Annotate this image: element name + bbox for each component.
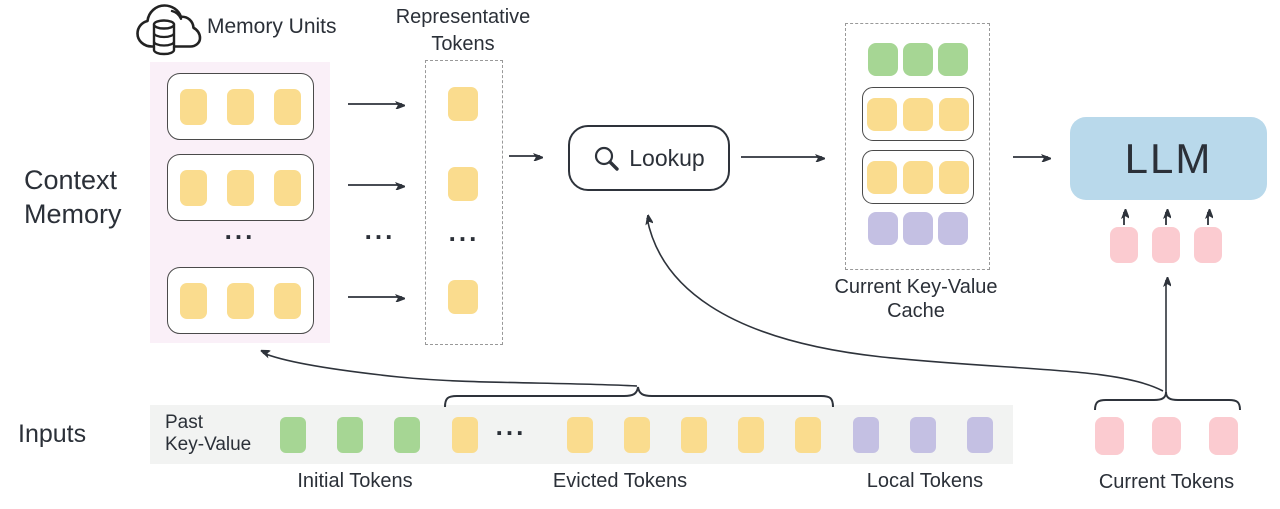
yellow-token bbox=[274, 282, 301, 319]
yellow-token bbox=[180, 282, 207, 319]
evicted-token-first bbox=[452, 417, 478, 453]
current-tokens-brace bbox=[1094, 391, 1241, 411]
purple-token bbox=[967, 417, 993, 453]
pink-token bbox=[1209, 417, 1238, 455]
yellow-token bbox=[227, 282, 254, 319]
cache-memory-unit bbox=[862, 150, 974, 204]
search-icon bbox=[595, 146, 619, 171]
memory-units-ellipsis: ... bbox=[224, 215, 256, 245]
evicted-tokens-group bbox=[567, 417, 821, 453]
yellow-token bbox=[452, 417, 478, 453]
memory-unit bbox=[167, 267, 314, 334]
local-tokens-label: Local Tokens bbox=[866, 470, 984, 492]
initial-tokens-label: Initial Tokens bbox=[297, 470, 413, 492]
memory-unit bbox=[167, 73, 314, 140]
green-token bbox=[902, 43, 933, 76]
current-tokens-label: Current Tokens bbox=[1098, 471, 1235, 493]
yellow-token bbox=[274, 169, 301, 206]
yellow-token bbox=[738, 417, 764, 453]
yellow-token bbox=[227, 169, 254, 206]
pink-token bbox=[1095, 417, 1124, 455]
cache-local-row bbox=[846, 212, 989, 245]
green-token bbox=[337, 417, 363, 453]
llm-input-tokens bbox=[1110, 227, 1222, 263]
cache-initial-row bbox=[846, 43, 989, 76]
current-kv-cache-box bbox=[845, 23, 990, 270]
yellow-token bbox=[180, 169, 207, 206]
representative-tokens-box: ... bbox=[425, 60, 503, 345]
evicted-to-memory-curve bbox=[263, 353, 638, 387]
past-kv-line1: Past bbox=[165, 412, 204, 433]
purple-token bbox=[937, 212, 968, 245]
representative-tokens-label: Representative Tokens bbox=[368, 4, 558, 58]
yellow-token bbox=[903, 97, 933, 131]
past-kv-line2: Key-Value bbox=[165, 434, 252, 455]
evicted-tokens-label: Evicted Tokens bbox=[552, 470, 688, 492]
yellow-token bbox=[681, 417, 707, 453]
memory-units-label: Memory Units bbox=[207, 15, 337, 38]
lookup-label: Lookup bbox=[629, 144, 705, 171]
representative-token bbox=[448, 87, 478, 121]
inputs-label: Inputs bbox=[18, 420, 87, 448]
yellow-token bbox=[274, 88, 301, 125]
representative-ellipsis: ... bbox=[448, 217, 480, 247]
yellow-token bbox=[567, 417, 593, 453]
representative-token bbox=[448, 167, 478, 201]
database-cylinder bbox=[152, 19, 176, 56]
yellow-token bbox=[624, 417, 650, 453]
yellow-token bbox=[795, 417, 821, 453]
cache-memory-unit bbox=[862, 87, 974, 141]
mid-ellipsis: ... bbox=[364, 215, 396, 245]
context-memory-line1: Context bbox=[24, 165, 118, 195]
representative-line1: Representative bbox=[395, 6, 531, 28]
purple-token bbox=[902, 212, 933, 245]
yellow-token bbox=[867, 160, 897, 194]
pink-token bbox=[1110, 227, 1138, 263]
context-memory-label: Context Memory bbox=[24, 163, 122, 231]
yellow-token bbox=[867, 97, 897, 131]
representative-token bbox=[448, 280, 478, 314]
llm-label: LLM bbox=[1124, 134, 1213, 182]
cache-label-line2: Cache bbox=[887, 300, 945, 322]
current-kv-cache-label: Current Key-Value Cache bbox=[816, 275, 1016, 323]
yellow-token bbox=[227, 88, 254, 125]
green-token bbox=[280, 417, 306, 453]
yellow-token bbox=[903, 160, 933, 194]
purple-token bbox=[910, 417, 936, 453]
cloud-outline bbox=[136, 4, 202, 48]
cloud-inner-arc bbox=[170, 9, 183, 20]
green-token bbox=[867, 43, 898, 76]
green-token bbox=[394, 417, 420, 453]
lookup-button: Lookup bbox=[568, 125, 730, 191]
local-tokens-group bbox=[853, 417, 993, 453]
current-tokens-group bbox=[1095, 417, 1238, 455]
initial-tokens-group bbox=[280, 417, 420, 453]
context-memory-line2: Memory bbox=[24, 199, 122, 229]
representative-line2: Tokens bbox=[431, 33, 495, 55]
evicted-tokens-brace bbox=[444, 386, 834, 408]
past-key-value-label: Past Key-Value bbox=[165, 412, 251, 456]
green-token bbox=[937, 43, 968, 76]
cache-label-line1: Current Key-Value bbox=[834, 276, 998, 298]
yellow-token bbox=[939, 160, 969, 194]
past-key-value-strip: Past Key-Value ... bbox=[150, 405, 1013, 464]
yellow-token bbox=[448, 167, 478, 201]
context-memory-panel: ... bbox=[150, 62, 330, 343]
cloud-database-icon bbox=[136, 4, 202, 56]
yellow-token bbox=[448, 87, 478, 121]
pink-token bbox=[1152, 227, 1180, 263]
llm-box: LLM bbox=[1070, 117, 1267, 200]
purple-token bbox=[853, 417, 879, 453]
yellow-token bbox=[448, 280, 478, 314]
pink-token bbox=[1152, 417, 1181, 455]
purple-token bbox=[867, 212, 898, 245]
strip-ellipsis: ... bbox=[495, 411, 527, 441]
memory-unit bbox=[167, 154, 314, 221]
yellow-token bbox=[939, 97, 969, 131]
pink-token bbox=[1194, 227, 1222, 263]
yellow-token bbox=[180, 88, 207, 125]
